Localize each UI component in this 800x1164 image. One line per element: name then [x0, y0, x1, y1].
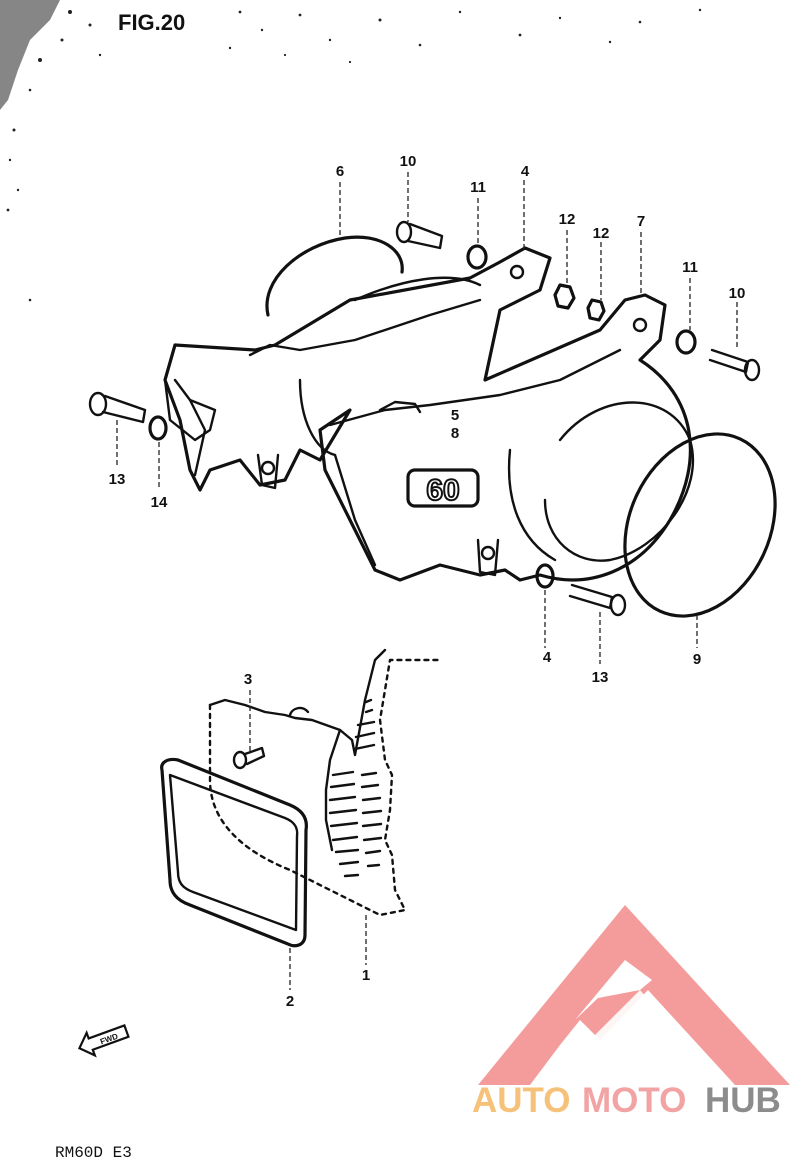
part-4-cylinder-cover: [163, 246, 695, 582]
callout-14: 14: [151, 494, 168, 511]
washer-11-right: [675, 329, 697, 355]
decal-60: 60: [406, 468, 480, 508]
watermark-moto: MOTO: [582, 1081, 686, 1120]
part-1-shroud: [208, 648, 442, 917]
decal-text: 60: [426, 474, 459, 507]
callout-9: 9: [693, 651, 701, 668]
callout-10-top: 10: [400, 153, 417, 170]
washer-14: [148, 415, 168, 441]
fwd-arrow-icon: FWD: [77, 1024, 130, 1058]
callout-7: 7: [637, 213, 645, 230]
bolt-10-top: [395, 220, 444, 250]
callout-10-right: 10: [729, 285, 746, 302]
leader-lines: [116, 172, 738, 990]
figure-title: FIG.20: [118, 10, 185, 35]
callout-2: 2: [286, 993, 294, 1010]
callout-5: 5: [451, 407, 459, 424]
nut-12-left: [553, 283, 576, 310]
washer-4-small: [535, 563, 555, 589]
callout-8: 8: [451, 425, 459, 442]
screw-3: [232, 746, 266, 770]
part-2-frame: [160, 757, 308, 948]
callout-11-right: 11: [682, 259, 698, 276]
scan-noise: [0, 0, 702, 302]
watermark-auto: AUTO: [472, 1081, 571, 1120]
part-9-o-ring: [623, 432, 777, 618]
callout-11-top: 11: [470, 179, 486, 196]
model-label: RM60D E3: [55, 1144, 132, 1162]
callouts: 6 10 11 4 12 12 7 11 10 5 8 13 14 4 13 9…: [109, 153, 746, 1010]
callout-4-top: 4: [521, 163, 530, 180]
bolt-10-right: [708, 348, 761, 382]
callout-4-bottom: 4: [543, 649, 552, 666]
callout-13-right: 13: [592, 669, 609, 686]
bolt-13-left: [88, 391, 147, 424]
nut-12-right: [586, 298, 606, 322]
bolt-13-right: [568, 583, 627, 617]
callout-13-left: 13: [109, 471, 126, 488]
watermark-hub: HUB: [705, 1081, 781, 1120]
watermark: AUTO MOTO HUB: [472, 905, 790, 1120]
washer-11-top: [466, 244, 488, 270]
callout-3: 3: [244, 671, 252, 688]
callout-12-left: 12: [559, 211, 576, 228]
callout-6: 6: [336, 163, 344, 180]
callout-12-right: 12: [593, 225, 610, 242]
watermark-logo-icon: [478, 905, 790, 1085]
callout-1: 1: [362, 967, 370, 984]
part-6-o-ring: [265, 235, 404, 317]
